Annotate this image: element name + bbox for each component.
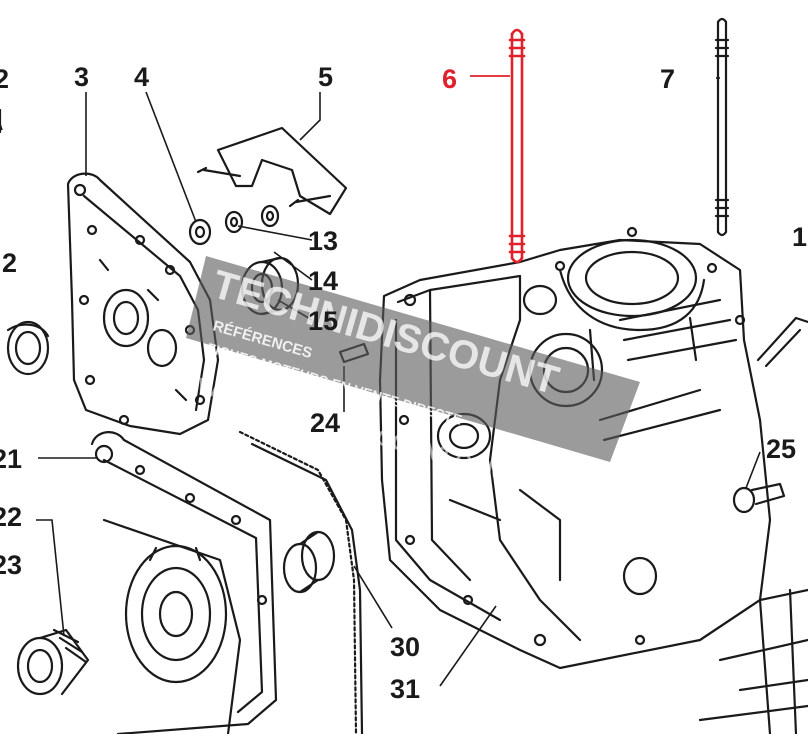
callout-5: 5 <box>318 62 333 92</box>
callout-23: 23 <box>0 550 22 580</box>
flange-plate <box>102 518 242 736</box>
callout-6: 6 <box>442 64 457 94</box>
callout-21: 21 <box>0 444 22 474</box>
left-edge-fragments <box>0 108 90 696</box>
cover-plate-part <box>66 172 220 436</box>
highlighted-stud-part-6 <box>508 28 526 264</box>
callout-1: 1 <box>792 222 807 252</box>
callout-14: 14 <box>308 266 338 296</box>
callout-2-mid: 2 <box>2 248 17 278</box>
callout-24: 24 <box>310 408 340 438</box>
callout-13: 13 <box>308 226 338 256</box>
callout-3: 3 <box>74 62 89 92</box>
callout-labels: 2 3 4 5 6 7 1 2 13 14 15 24 25 21 22 23 … <box>0 62 807 704</box>
callout-31: 31 <box>390 674 420 704</box>
callout-7: 7 <box>660 64 675 94</box>
callout-4: 4 <box>134 62 149 92</box>
small-washers <box>188 204 280 246</box>
gasket-strip <box>238 430 364 736</box>
callout-30: 30 <box>390 632 420 662</box>
stud-bolt-part-7 <box>714 17 730 237</box>
callout-25: 25 <box>766 434 796 464</box>
callout-15: 15 <box>308 306 338 336</box>
right-side-parts <box>698 316 808 736</box>
bracket-part-5 <box>196 126 348 216</box>
callout-22: 22 <box>0 502 22 532</box>
seal-part-30 <box>282 530 336 594</box>
gasket-frame <box>90 431 278 736</box>
callout-2-top: 2 <box>0 64 9 94</box>
